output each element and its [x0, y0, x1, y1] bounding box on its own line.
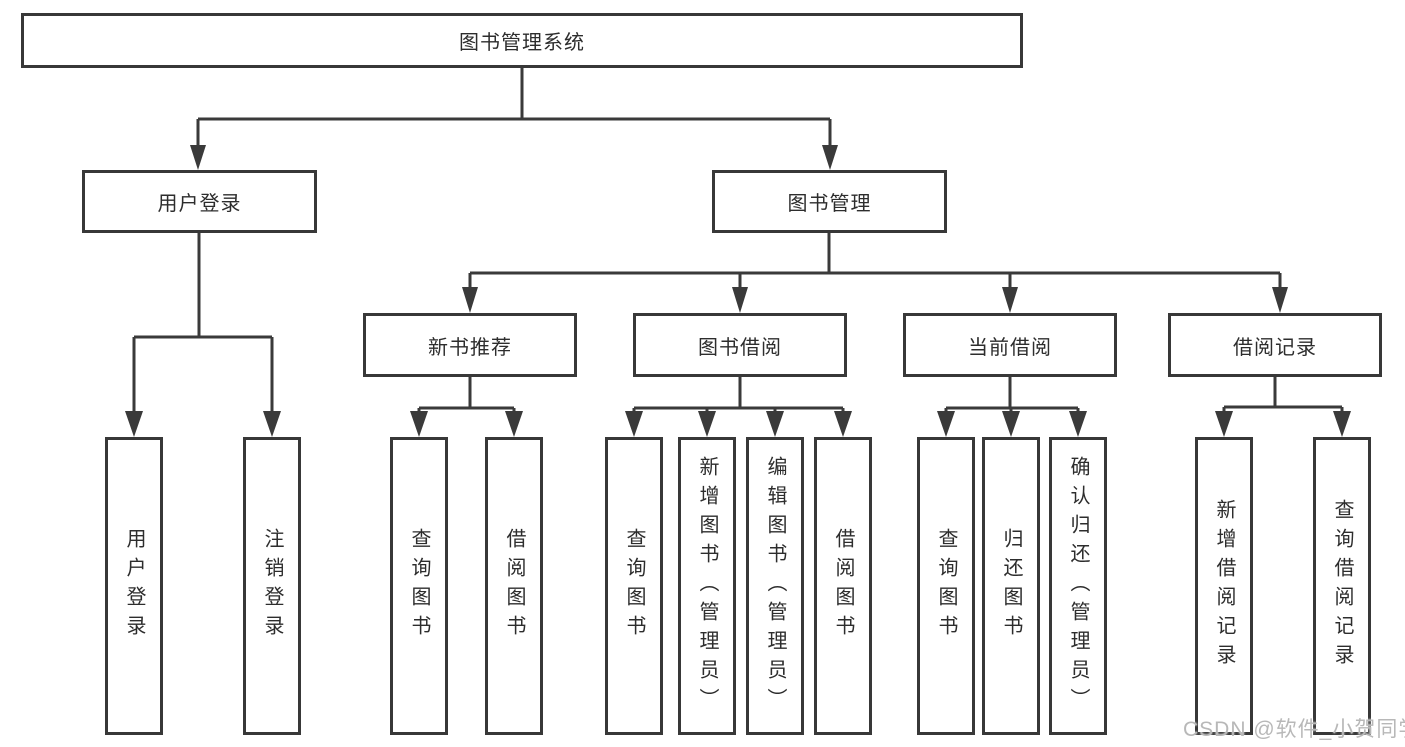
- leaf-label: 查询图书: [408, 528, 430, 644]
- leaf-label: 借阅图书: [503, 528, 525, 644]
- leaf-label: 查询借阅记录: [1331, 499, 1353, 673]
- leaf-query-borrow-record: 查询借阅记录: [1313, 437, 1371, 735]
- leaf-label: 查询图书: [935, 528, 957, 644]
- node-user-login: 用户登录: [82, 170, 317, 233]
- leaf-confirm-return-admin: 确认归还（管理员）: [1049, 437, 1107, 735]
- node-current-borrowing: 当前借阅: [903, 313, 1117, 377]
- leaf-return-books: 归还图书: [982, 437, 1040, 735]
- leaf-query-books: 查询图书: [390, 437, 448, 735]
- leaf-label: 借阅图书: [832, 528, 854, 644]
- leaf-add-borrow-record: 新增借阅记录: [1195, 437, 1253, 735]
- leaf-label: 查询图书: [623, 528, 645, 644]
- leaf-edit-books-admin: 编辑图书（管理员）: [746, 437, 804, 735]
- leaf-logout-login: 注销登录: [243, 437, 301, 735]
- leaf-query-books-2: 查询图书: [605, 437, 663, 735]
- leaf-label: 注销登录: [261, 528, 283, 644]
- node-book-borrowing: 图书借阅: [633, 313, 847, 377]
- leaf-label: 确认归还（管理员）: [1067, 455, 1089, 717]
- node-new-book-recommendation: 新书推荐: [363, 313, 577, 377]
- leaf-add-books-admin: 新增图书（管理员）: [678, 437, 736, 735]
- node-library-management-system: 图书管理系统: [21, 13, 1023, 68]
- leaf-query-books-3: 查询图书: [917, 437, 975, 735]
- node-borrowing-records: 借阅记录: [1168, 313, 1382, 377]
- node-book-management: 图书管理: [712, 170, 947, 233]
- leaf-borrow-books-2: 借阅图书: [814, 437, 872, 735]
- leaf-user-login: 用户登录: [105, 437, 163, 735]
- watermark-csdn: CSDN @软件_小贺同学: [1183, 718, 1405, 741]
- leaf-label: 编辑图书（管理员）: [764, 455, 786, 717]
- arrowheads: [125, 145, 1351, 437]
- leaf-label: 用户登录: [123, 528, 145, 644]
- leaf-borrow-books: 借阅图书: [485, 437, 543, 735]
- leaf-label: 归还图书: [1000, 528, 1022, 644]
- leaf-label: 新增图书（管理员）: [696, 455, 718, 717]
- leaf-label: 新增借阅记录: [1213, 499, 1235, 673]
